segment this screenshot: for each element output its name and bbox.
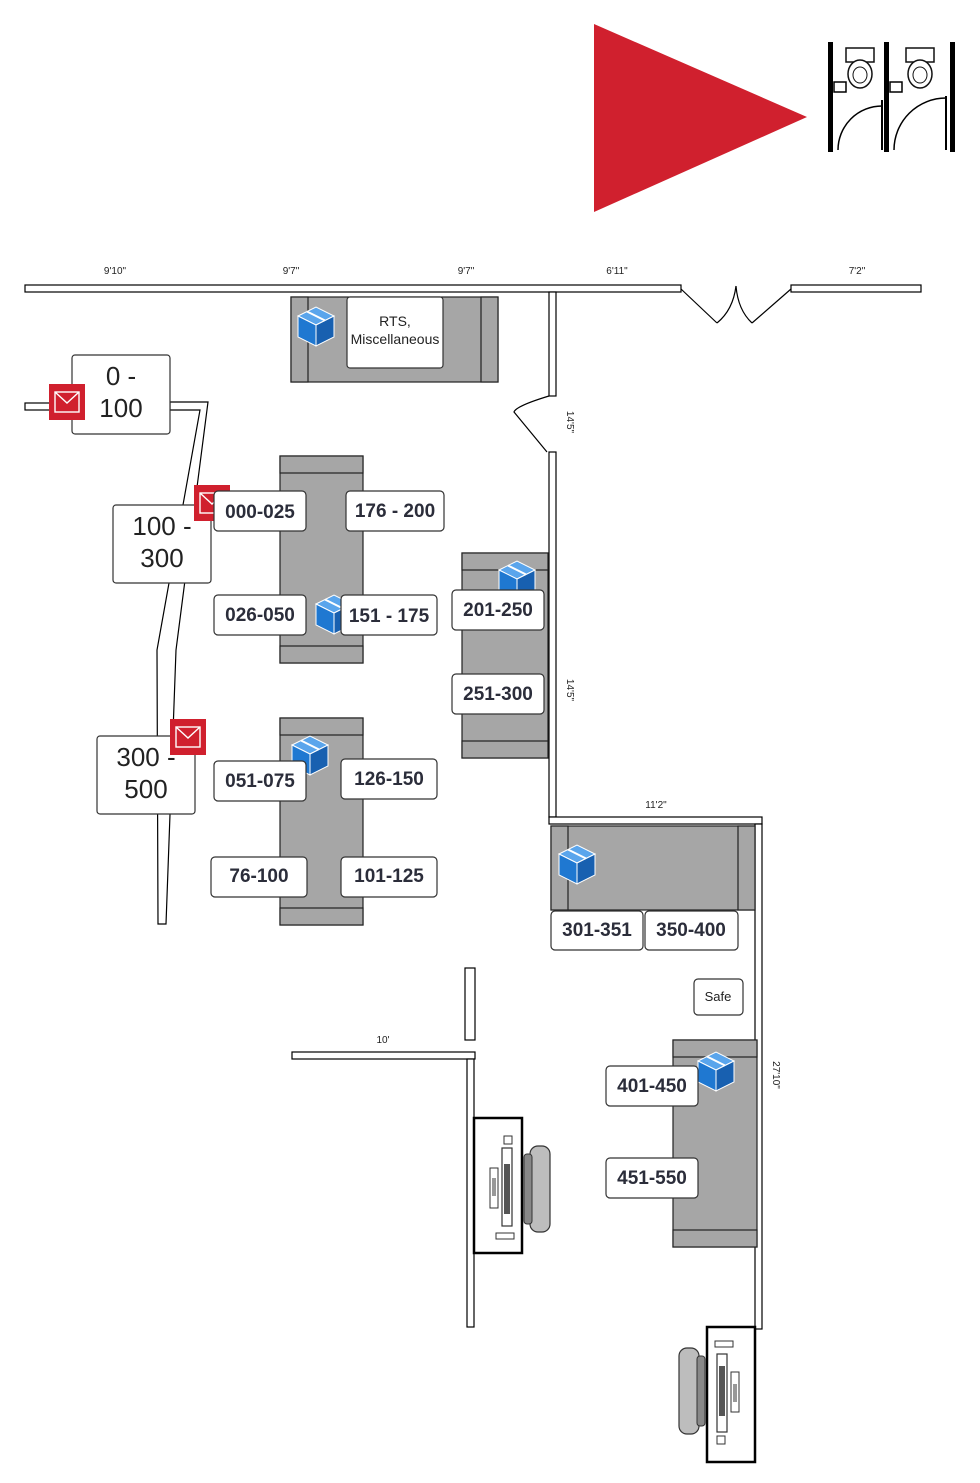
svg-text:Safe: Safe xyxy=(705,989,732,1004)
bin-label-126-150: 126-150 xyxy=(340,758,438,800)
package-box-icon xyxy=(697,1051,735,1092)
svg-text:300: 300 xyxy=(140,543,183,573)
package-box-icon xyxy=(297,306,335,347)
svg-text:101-125: 101-125 xyxy=(354,866,424,887)
toilet-icon xyxy=(905,47,935,89)
svg-text:300 -: 300 - xyxy=(116,742,175,772)
svg-text:151 - 175: 151 - 175 xyxy=(349,606,430,627)
bin-label-026-050: 026-050 xyxy=(213,594,307,636)
dimension-label: 9'7" xyxy=(283,266,300,277)
bin-label-451-550: 451-550 xyxy=(605,1157,699,1199)
envelope-icon xyxy=(169,718,207,756)
bin-label-251-300: 251-300 xyxy=(451,673,545,715)
svg-text:451-550: 451-550 xyxy=(617,1168,687,1189)
restroom-icon xyxy=(828,42,955,152)
mail-range-300-500: 300 - 500 xyxy=(96,718,207,815)
dimension-label: 9'7" xyxy=(458,266,475,277)
rts-label: RTS, xyxy=(379,313,411,329)
bin-label-176-200: 176 - 200 xyxy=(345,490,445,532)
svg-text:201-250: 201-250 xyxy=(463,600,533,621)
bin-label-350-400: 350-400 xyxy=(644,910,739,951)
direction-arrow-icon xyxy=(594,24,807,212)
mail-range-100-300: 100 - 300 xyxy=(112,484,231,584)
envelope-icon xyxy=(48,383,86,421)
svg-text:401-450: 401-450 xyxy=(617,1076,687,1097)
bin-label-201-250: 201-250 xyxy=(451,589,545,631)
svg-text:176 - 200: 176 - 200 xyxy=(355,501,435,522)
bin-label-301-351: 301-351 xyxy=(550,910,644,951)
svg-text:0 -: 0 - xyxy=(106,361,136,391)
dimension-label: 11'2" xyxy=(645,800,667,811)
toilet-icon xyxy=(845,47,875,89)
svg-text:126-150: 126-150 xyxy=(354,769,424,790)
dimension-label: 10' xyxy=(376,1035,389,1046)
dimension-label: 14'5" xyxy=(564,411,575,434)
svg-text:100 -: 100 - xyxy=(132,511,191,541)
workstation-icon xyxy=(677,1325,757,1464)
bin-label-401-450: 401-450 xyxy=(605,1065,699,1107)
svg-text:301-351: 301-351 xyxy=(562,920,632,941)
bin-label-151-175: 151 - 175 xyxy=(340,594,438,636)
svg-text:76-100: 76-100 xyxy=(229,866,288,887)
rts-label: Miscellaneous xyxy=(351,331,440,347)
package-box-icon xyxy=(558,844,596,885)
svg-text:100: 100 xyxy=(99,393,142,423)
workstation-icon xyxy=(472,1116,552,1255)
svg-text:051-075: 051-075 xyxy=(225,771,295,792)
bin-label-76-100: 76-100 xyxy=(210,856,308,898)
svg-text:251-300: 251-300 xyxy=(463,684,533,705)
svg-text:026-050: 026-050 xyxy=(225,605,295,626)
rts-shelf: RTS, Miscellaneous xyxy=(290,296,499,383)
bin-label-000-025: 000-025 xyxy=(213,490,307,532)
mail-range-0-100: 0 - 100 xyxy=(48,354,171,435)
dimension-label: 14'5" xyxy=(564,679,575,702)
bin-label-051-075: 051-075 xyxy=(213,760,307,802)
dimension-label: 7'2" xyxy=(849,266,866,277)
door-swings xyxy=(513,285,792,453)
dimension-label: 27'10" xyxy=(770,1061,781,1089)
safe: Safe xyxy=(693,978,744,1016)
svg-text:350-400: 350-400 xyxy=(656,920,726,941)
dimension-label: 9'10" xyxy=(104,266,127,277)
svg-text:500: 500 xyxy=(124,774,167,804)
svg-text:000-025: 000-025 xyxy=(225,502,295,523)
dimension-label: 6'11" xyxy=(606,266,628,277)
walls xyxy=(24,284,922,1330)
bin-label-101-125: 101-125 xyxy=(340,856,438,898)
